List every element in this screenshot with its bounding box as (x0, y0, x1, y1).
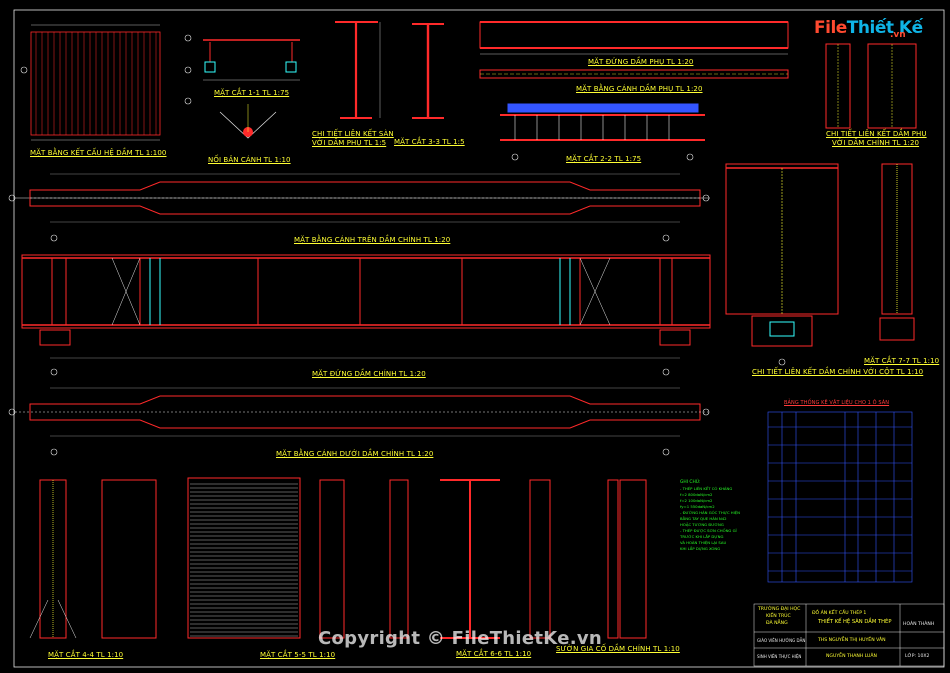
notes-line: f=2 100daN/cm2 (680, 498, 713, 503)
label-suon: SƯỜN GIA CỐ DẦM CHÍNH TL 1:10 (556, 645, 680, 653)
label-mb-ket-cau: MẶT BẰNG KẾT CẤU HỆ DẦM TL 1:100 (30, 149, 167, 157)
label-ct-cot: CHI TIẾT LIÊN KẾT DẦM CHÍNH VỚI CỘT TL 1… (752, 368, 924, 376)
brand-name: FileThiết Kế (814, 18, 923, 38)
axis-markers-plan (20, 34, 192, 105)
label-mc66: MẶT CẮT 6-6 TL 1:10 (456, 650, 532, 658)
notes-line: TRƯỚC KHI LẮP DỰNG (680, 534, 724, 539)
notes-line: fy=1 550daN/cm2 (680, 504, 715, 509)
section-7-7 (879, 163, 915, 341)
main-girder-top-flange (8, 173, 710, 242)
label-mc55: MẶT CẮT 5-5 TL 1:10 (260, 651, 336, 659)
tb-project-1: ĐỒ ÁN KẾT CẤU THÉP 1 (812, 611, 867, 616)
main-girder-elevation (21, 254, 711, 376)
tb-sv-label: SINH VIÊN THỰC HIỆN (757, 654, 802, 659)
label-mc22: MẶT CẮT 2-2 TL 1:75 (566, 155, 642, 163)
section-6-6 (319, 479, 551, 639)
joist-main-connection (825, 43, 917, 129)
label-md-chinh: MẶT ĐỨNG DẦM CHÍNH TL 1:20 (312, 370, 426, 378)
label-ct-san: CHI TIẾT LIÊN KẾT SÀN (312, 130, 394, 138)
tb-project-2: THIẾT KẾ HỆ SÀN DẦM THÉP (818, 619, 892, 625)
title-block (753, 603, 945, 667)
material-table (767, 411, 913, 583)
label-ct-san-2: VỚI DẦM PHỤ TL 1:5 (312, 139, 387, 147)
tb-school-2: KIẾN TRÚC (766, 614, 791, 619)
tb-school-1: TRƯỜNG ĐẠI HỌC (758, 607, 801, 612)
notes-line: VÀ HOÀN THIỆN LẠI SAU (680, 540, 727, 545)
notes-block: GHI CHÚ: - THÉP LIÊN KẾT CÓ KHÁNG f=2 80… (680, 480, 740, 552)
label-mb-canh-duoi: MẶT BẰNG CÁNH DƯỚI DẦM CHÍNH TL 1:20 (276, 450, 434, 458)
label-noi-canh: NỐI BẢN CÁNH TL 1:10 (208, 156, 291, 164)
slab-joist-connection (335, 21, 381, 119)
label-ct-phu: CHI TIẾT LIÊN KẾT DẦM PHỤ (826, 130, 927, 138)
tb-gv-name: THS NGUYỄN THỊ HUYỀN VÂN (818, 638, 886, 643)
girder-column-connection (725, 163, 839, 366)
tb-school-3: ĐÀ NẴNG (766, 621, 788, 626)
label-mc33: MẶT CẮT 3-3 TL 1:5 (394, 138, 465, 146)
section-5-5 (187, 477, 301, 639)
notes-line: KHI LẮP DỰNG XONG (680, 546, 721, 551)
label-bang-thong-ke: BẢNG THỐNG KÊ VẬT LIỆU CHO 1 Ô SÀN (784, 400, 890, 406)
notes-line: - THÉP LIÊN KẾT CÓ KHÁNG (680, 486, 733, 491)
secondary-beam-elevation (479, 21, 789, 55)
label-mb-canh-tren: MẶT BẰNG CÁNH TRÊN DẦM CHÍNH TL 1:20 (294, 236, 451, 244)
section-1-1 (203, 39, 300, 81)
notes-line: HOẶC TƯƠNG ĐƯƠNG (680, 522, 724, 527)
label-mc11: MẶT CẮT 1-1 TL 1:75 (214, 89, 290, 97)
secondary-beam-flange-plan (479, 69, 789, 79)
notes-title: GHI CHÚ: (680, 480, 701, 485)
tb-sv-name: NGUYỄN THANH LUÂN (826, 654, 877, 659)
label-mc77: MẶT CẮT 7-7 TL 1:10 (864, 357, 940, 365)
notes-line: f=2 800daN/cm2 (680, 492, 713, 497)
label-md-phu: MẶT ĐỨNG DẦM PHỤ TL 1:20 (588, 58, 694, 66)
section-2-2 (500, 103, 705, 161)
label-mb-canh-phu: MẶT BẰNG CÁNH DẦM PHỤ TL 1:20 (576, 85, 703, 93)
stiffener-detail (607, 479, 647, 639)
notes-line: - THÉP ĐƯỢC SƠN CHỐNG GỈ (680, 528, 737, 533)
tb-class: LỚP: 10X2 (905, 654, 930, 659)
main-girder-bottom-flange (8, 387, 710, 456)
tb-gv-label: GIÁO VIÊN HƯỚNG DẪN (757, 638, 806, 643)
notes-line: BẰNG TAY QUE HÀN N42 (680, 516, 727, 521)
label-ct-phu-2: VỚI DẦM CHÍNH TL 1:20 (832, 139, 920, 147)
brand-suffix: .vn (890, 30, 906, 40)
tb-status: HOÀN THÀNH (903, 622, 935, 627)
beam-system-plan (30, 24, 161, 141)
section-4-4 (29, 479, 157, 639)
section-3-3 (412, 23, 444, 119)
flange-splice-detail (219, 104, 277, 139)
copyright-watermark: Copyright © FileThietKe.vn (318, 628, 603, 649)
brand-logo[interactable]: FileThiết Kế .vn (808, 10, 928, 44)
label-mc44: MẶT CẮT 4-4 TL 1:10 (48, 651, 124, 659)
sheet-border (13, 9, 945, 668)
notes-line: - ĐƯỜNG HÀN GÓC THỰC HIỆN (680, 510, 741, 515)
